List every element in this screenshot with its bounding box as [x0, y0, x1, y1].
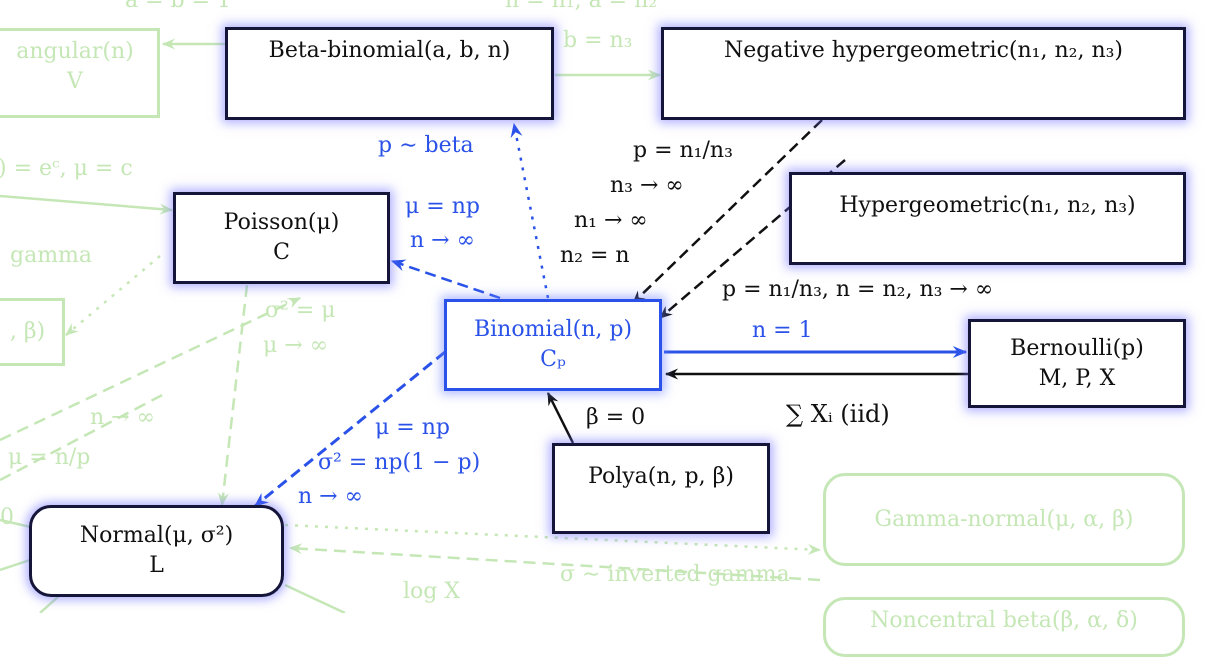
label-log-x: log X	[403, 579, 461, 604]
edge-binomial-to-betabinomial	[510, 122, 550, 299]
node-hypergeometric: Hypergeometric(n₁, n₂, n₃)	[789, 172, 1186, 265]
node-polya-name: Polya(n, p, β)	[588, 464, 734, 489]
node-partial-left-name: , β)	[9, 319, 46, 344]
node-hypergeometric-name: Hypergeometric(n₁, n₂, n₃)	[839, 193, 1136, 218]
label-zero: 0	[0, 505, 14, 530]
label-sigma-inverted-gamma: σ ∼ inverted gamma	[560, 562, 790, 587]
node-triangular-property: V	[67, 69, 83, 94]
node-normal-property: L	[149, 553, 164, 578]
label-n-eq-1: n = 1	[752, 318, 813, 343]
label-sigma2-eq-np1mp: σ² = np(1 − p)	[318, 450, 481, 475]
node-negative-hypergeometric: Negative hypergeometric(n₁, n₂, n₃)	[661, 27, 1186, 120]
node-bernoulli-name: Bernoulli(p)	[1010, 335, 1144, 361]
node-poisson: Poisson(μ) C	[173, 192, 390, 284]
node-bernoulli-property: M, P, X	[1038, 365, 1116, 391]
edge-polya-to-binomial	[546, 392, 575, 444]
node-normal-name: Normal(μ, σ²)	[79, 523, 234, 548]
label-mu-eq-np-normal: μ = np	[375, 415, 450, 440]
label-a-eq-b-eq-1: a = b = 1	[125, 0, 232, 13]
node-beta-binomial: Beta-binomial(a, b, n)	[225, 27, 554, 120]
edge-left-to-poisson	[0, 194, 174, 215]
edge-binomial-to-normal	[254, 350, 446, 508]
label-p-beta: p ∼ beta	[378, 133, 474, 158]
node-triangular-name: angular(n)	[16, 39, 134, 64]
node-bernoulli: Bernoulli(p) M, P, X	[968, 319, 1186, 408]
edge-poisson-to-normal	[217, 284, 249, 507]
label-n2-eq-n: n₂ = n	[560, 243, 630, 268]
node-beta-binomial-name: Beta-binomial(a, b, n)	[268, 38, 511, 63]
edge-binomial-to-poisson	[390, 259, 501, 300]
label-n1-to-inf: n₁ → ∞	[574, 208, 648, 233]
label-hyper-to-binomial-conditions: p = n₁/n₃, n = n₂, n₃ → ∞	[722, 277, 994, 302]
label-beta-eq-0: β = 0	[586, 405, 646, 430]
label-n3-to-inf: n₃ → ∞	[610, 173, 684, 198]
node-triangular: angular(n) V	[0, 28, 160, 118]
label-n-to-inf-faint: n → ∞	[90, 405, 155, 430]
label-n-to-inf-normal: n → ∞	[298, 484, 363, 509]
label-n-eq-n1-a-eq-n2: n = n₁, a = n₂	[505, 0, 658, 13]
label-n-to-inf-poisson: n → ∞	[410, 228, 475, 253]
edge-bottom-to-normal	[288, 543, 821, 582]
label-ec-mu-c: ) = eᶜ, μ = c	[0, 156, 133, 181]
edge-poisson-to-partialleft	[65, 255, 161, 336]
edge-left-to-poisson-dashed	[0, 296, 301, 442]
node-binomial-property: Cₚ	[540, 347, 566, 372]
edge-layer	[0, 38, 968, 613]
node-poisson-name: Poisson(μ)	[223, 210, 340, 235]
label-sigma2-eq-mu: σ² = μ	[265, 298, 336, 323]
node-polya: Polya(n, p, β)	[552, 443, 770, 534]
node-negative-hypergeometric-name: Negative hypergeometric(n₁, n₂, n₃)	[723, 38, 1124, 63]
node-poisson-property: C	[273, 240, 290, 265]
edge-normal-bottom-left	[39, 594, 61, 613]
label-mu-to-inf: μ → ∞	[263, 333, 329, 358]
edge-left-to-normal-2	[0, 558, 31, 572]
edge-neghypergeometric-to-binomial	[632, 119, 823, 304]
label-mu-eq-n-over-p: μ = n/p	[8, 445, 91, 470]
edge-mid-left-diag	[0, 390, 169, 482]
label-gamma: gamma	[10, 243, 93, 268]
label-b-eq-n3: b = n₃	[563, 28, 633, 53]
node-noncentral-beta-name: Noncentral beta(β, α, δ)	[870, 608, 1138, 633]
node-normal: Normal(μ, σ²) L	[29, 505, 284, 597]
node-noncentral-beta: Noncentral beta(β, α, δ)	[823, 597, 1185, 657]
label-p-eq-n1-over-n3: p = n₁/n₃	[633, 138, 733, 163]
node-partial-left: , β)	[0, 298, 65, 366]
node-binomial-name: Binomial(n, p)	[473, 317, 633, 342]
node-gamma-normal: Gamma-normal(μ, α, β)	[823, 473, 1185, 566]
distribution-relationships-diagram: angular(n) V , β) Gamma-normal(μ, α, β) …	[0, 0, 1186, 657]
label-sum-xi-iid: ∑ Xᵢ (iid)	[786, 400, 890, 428]
label-mu-eq-np-poisson: μ = np	[405, 194, 480, 219]
node-binomial: Binomial(n, p) Cₚ	[444, 299, 662, 391]
edge-normal-log	[284, 583, 346, 613]
node-gamma-normal-name: Gamma-normal(μ, α, β)	[874, 506, 1134, 532]
